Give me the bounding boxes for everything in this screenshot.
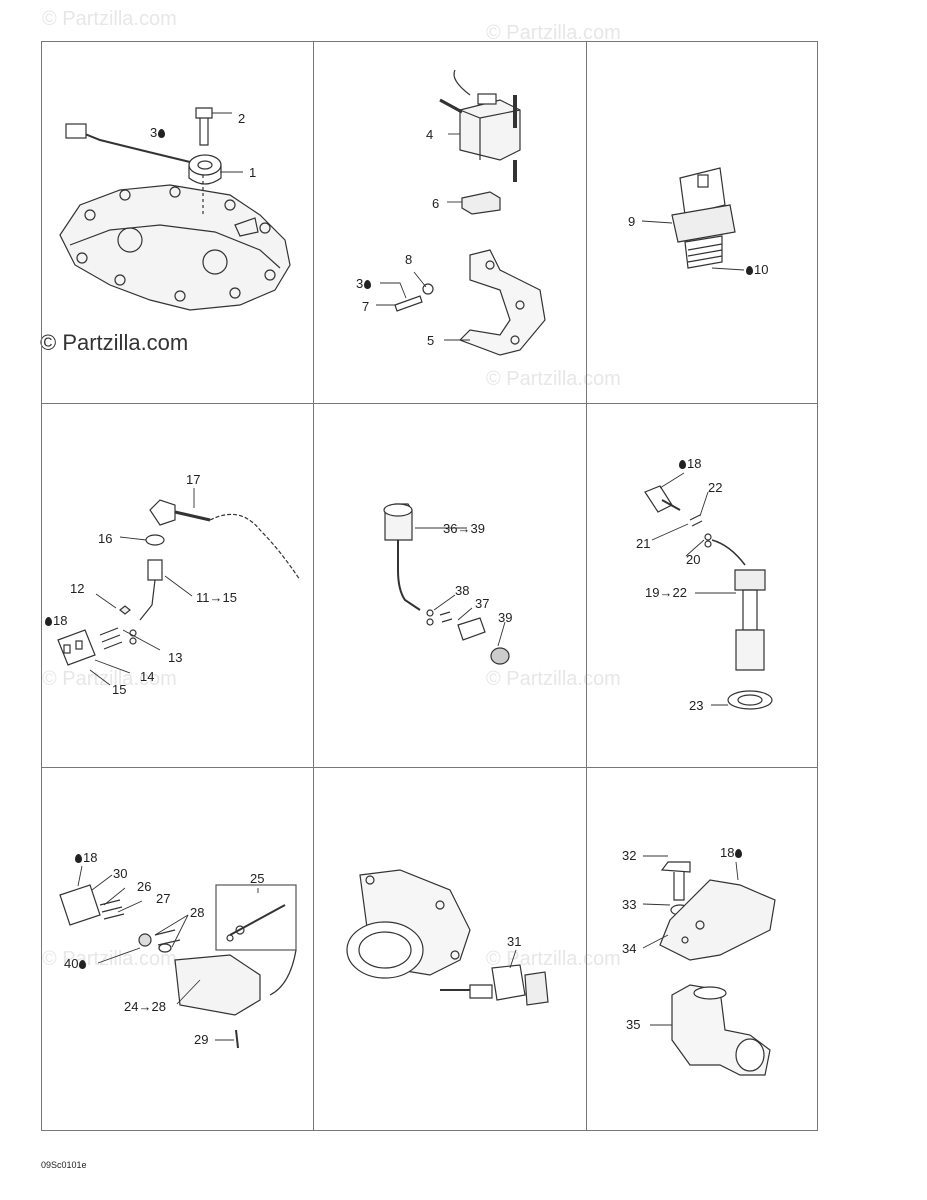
lubricant-drop-icon — [746, 266, 753, 275]
callout-13: 13 — [168, 650, 183, 665]
lubricant-drop-icon — [79, 960, 87, 969]
callout-35: 35 — [626, 1017, 641, 1032]
callout-31: 31 — [507, 934, 522, 949]
callout-23: 23 — [689, 698, 704, 713]
leader-lines — [77, 112, 745, 1041]
callout-18d-text: 18 — [83, 850, 98, 865]
callout-20: 20 — [686, 552, 701, 567]
lubricant-drop-icon — [679, 460, 686, 469]
drawing-code: 09Sc0101e — [41, 1160, 87, 1170]
callout-30: 30 — [113, 866, 128, 881]
watermark: © Partzilla.com — [486, 368, 621, 390]
pressure-sensor — [383, 503, 510, 665]
callout-38: 38 — [455, 583, 470, 598]
throttle-body — [346, 869, 471, 979]
callout-18c-text: 18 — [687, 456, 702, 471]
parts-grid — [41, 41, 818, 1131]
rubber-mount — [461, 191, 501, 215]
callout-9: 9 — [628, 214, 636, 229]
callout-18-lubricant: 18 — [44, 614, 67, 628]
watermark: © Partzilla.com — [42, 668, 177, 690]
speed-sensor-assembly — [59, 884, 297, 1049]
callout-2: 2 — [238, 111, 246, 126]
callout-29: 29 — [194, 1032, 209, 1047]
callout-4: 4 — [426, 127, 434, 142]
callout-10-text: 10 — [754, 262, 769, 277]
grid-divider — [313, 41, 314, 1131]
callout-32: 32 — [622, 848, 637, 863]
grid-divider — [41, 403, 818, 404]
callout-10-lubricant: 10 — [745, 263, 768, 277]
knock-sensor — [65, 107, 222, 215]
callout-39: 39 — [498, 610, 513, 625]
sensor-housing — [659, 861, 776, 1076]
callout-22: 22 — [708, 480, 723, 495]
watermark: © Partzilla.com — [486, 22, 621, 44]
callout-14: 14 — [140, 669, 155, 684]
callout-27: 27 — [156, 891, 171, 906]
callout-25: 25 — [250, 871, 265, 886]
solenoid-valve — [439, 69, 521, 182]
level-sensor — [644, 485, 773, 710]
temperature-sensor — [671, 167, 736, 269]
callout-12: 12 — [70, 581, 85, 596]
callout-5: 5 — [427, 333, 435, 348]
callout-3b-text: 3 — [356, 276, 364, 291]
callout-6: 6 — [432, 196, 440, 211]
cylinder-head-cover — [59, 184, 291, 311]
watermark-prominent: © Partzilla.com — [40, 330, 189, 355]
callout-37: 37 — [475, 596, 490, 611]
mounting-bracket — [394, 249, 546, 356]
callout-11-15: 11→15 — [196, 590, 237, 605]
lubricant-drop-icon — [158, 129, 166, 138]
callout-18-lubricant-d: 18 — [74, 851, 97, 865]
callout-17: 17 — [186, 472, 201, 487]
callout-1: 1 — [249, 165, 257, 180]
callout-8: 8 — [405, 252, 413, 267]
callout-3-text: 3 — [150, 125, 158, 140]
lubricant-drop-icon — [45, 617, 52, 626]
callout-36-39: 36→39 — [443, 521, 485, 536]
callout-7: 7 — [362, 299, 370, 314]
callout-34: 34 — [622, 941, 637, 956]
callout-18e-text: 18 — [720, 845, 735, 860]
watermark: © Partzilla.com — [486, 668, 621, 690]
callout-28: 28 — [190, 905, 205, 920]
callout-16: 16 — [98, 531, 113, 546]
callout-19-22: 19→22 — [645, 585, 687, 600]
lubricant-drop-icon — [364, 280, 372, 289]
callout-40-lubricant: 40 — [64, 957, 87, 971]
callout-26: 26 — [137, 879, 152, 894]
lubricant-drop-icon — [75, 854, 82, 863]
callout-15: 15 — [112, 682, 127, 697]
callout-18-text: 18 — [53, 613, 68, 628]
intake-temperature-sensor — [440, 964, 549, 1006]
grid-divider — [586, 41, 587, 1131]
callout-18-lubricant-e: 18 — [720, 846, 743, 860]
callout-21: 21 — [636, 536, 651, 551]
callout-40-text: 40 — [64, 956, 79, 971]
callout-24-28: 24→28 — [124, 999, 166, 1014]
callout-3-lubricant: 3 — [150, 126, 166, 140]
sensor-harness — [57, 499, 301, 666]
lubricant-drop-icon — [735, 849, 743, 858]
callout-3-lubricant-b: 3 — [356, 277, 372, 291]
grid-divider — [41, 767, 818, 768]
callout-18-lubricant-c: 18 — [678, 457, 701, 471]
watermark: © Partzilla.com — [42, 8, 177, 30]
callout-33: 33 — [622, 897, 637, 912]
